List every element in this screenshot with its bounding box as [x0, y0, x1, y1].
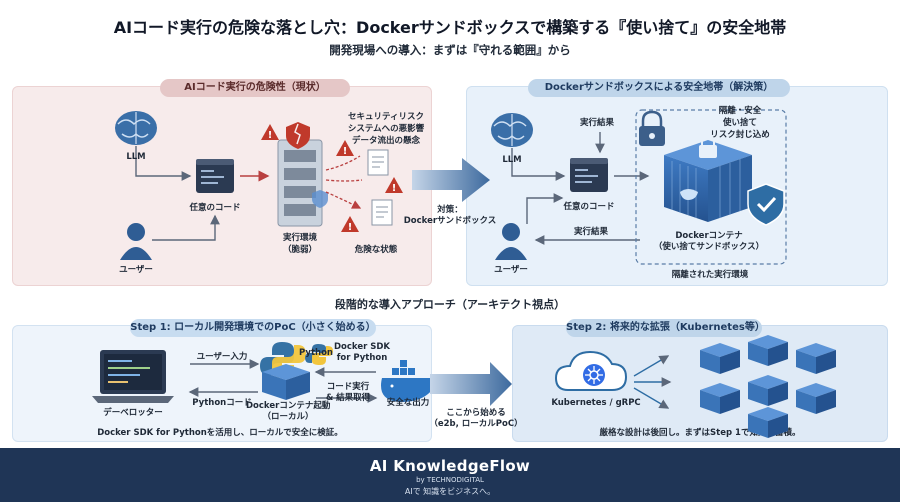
container-label-1: Dockerコンテナ	[675, 231, 743, 241]
sol-code-label: 任意のコード	[563, 202, 615, 212]
sol-user-label: ユーザー	[494, 265, 528, 275]
solution-panel	[466, 86, 888, 286]
step-transition-arrow	[430, 362, 512, 406]
sdk-label-1: Docker SDK	[333, 342, 391, 352]
footer: AI KnowledgeFlow by TECHNODIGITAL AIで 知識…	[0, 448, 900, 502]
risk-code-label: 任意のコード	[189, 203, 241, 213]
exec-label-2: & 結果取得	[325, 393, 371, 403]
risk-llm-label: LLM	[126, 152, 146, 162]
developer-label: デーベロッター	[103, 408, 163, 418]
env-label-1: 実行環境	[282, 233, 317, 243]
footer-by: by TECHNODIGITAL	[416, 476, 484, 484]
risk-desc-1: セキュリティリスク	[348, 112, 424, 122]
python-label: Python	[299, 348, 333, 358]
approach-title: 段階的な導入アプローチ（アーキテクト視点）	[334, 298, 566, 311]
step-transition-label-2: （e2b, ローカルPoC）	[429, 419, 523, 429]
solution-panel-title: Dockerサンドボックスによる安全地帯（解決策）	[528, 79, 790, 97]
risk-desc-3: データ流出の懸念	[351, 136, 420, 146]
k8s-label: Kubernetes / gRPC	[551, 398, 641, 408]
step-transition-label-1: ここから始める	[446, 408, 506, 418]
isolated-env-label: 隔離された実行環境	[671, 270, 749, 280]
isolation-label-3: リスク封じ込め	[710, 130, 770, 140]
exec-label-1: コード実行	[326, 382, 370, 392]
risk-desc-2: システムへの悪影響	[347, 124, 425, 134]
env-label-2: （脆弱）	[282, 245, 317, 255]
sol-llm-label: LLM	[502, 155, 522, 165]
user-input-label: ユーザー入力	[196, 352, 248, 362]
local-container-label-1: Dockerコンテナ起動	[246, 401, 331, 411]
isolation-label-1: 隔離・安全	[718, 106, 762, 116]
local-container-label-2: （ローカル）	[262, 412, 314, 422]
isolation-label-2: 使い捨て	[722, 118, 757, 128]
step2-note: 厳格な設計は後回し。まずはStep 1で知見を蓄積。	[599, 428, 801, 438]
result-top-label: 実行結果	[579, 118, 614, 128]
step1-panel	[12, 325, 432, 442]
footer-tagline: AIで 知識をビジネスへ。	[404, 487, 496, 496]
step1-title: Step 1: ローカル開発環境でのPoC（小さく始める）	[130, 319, 376, 337]
transition-label-1: 対策：	[437, 205, 463, 215]
transition-label-2: Dockerサンドボックス	[403, 216, 497, 226]
step2-panel	[512, 325, 888, 442]
footer-brand: AI KnowledgeFlow	[369, 457, 531, 475]
danger-label: 危険な状態	[354, 245, 398, 255]
sdk-label-2: for Python	[336, 353, 388, 363]
result-bottom-label: 実行結果	[573, 227, 608, 237]
page-subtitle: 開発現場への導入：まずは『守れる範囲』から	[329, 43, 571, 57]
container-label-2: （使い捨てサンドボックス）	[653, 242, 765, 252]
risk-user-label: ユーザー	[119, 265, 153, 275]
step1-note: Docker SDK for Pythonを活用し、ローカルで安全に検証。	[97, 428, 343, 438]
python-code-label: Pythonコード	[192, 398, 252, 408]
risk-panel-title: AIコード実行の危険性（現状）	[160, 79, 350, 97]
step2-title: Step 2: 将来的な拡張（Kubernetes等）	[566, 319, 765, 337]
safe-output-label: 安全な出力	[386, 398, 430, 408]
page-title: AIコード実行の危険な落とし穴：Dockerサンドボックスで構築する『使い捨て』…	[113, 18, 787, 37]
